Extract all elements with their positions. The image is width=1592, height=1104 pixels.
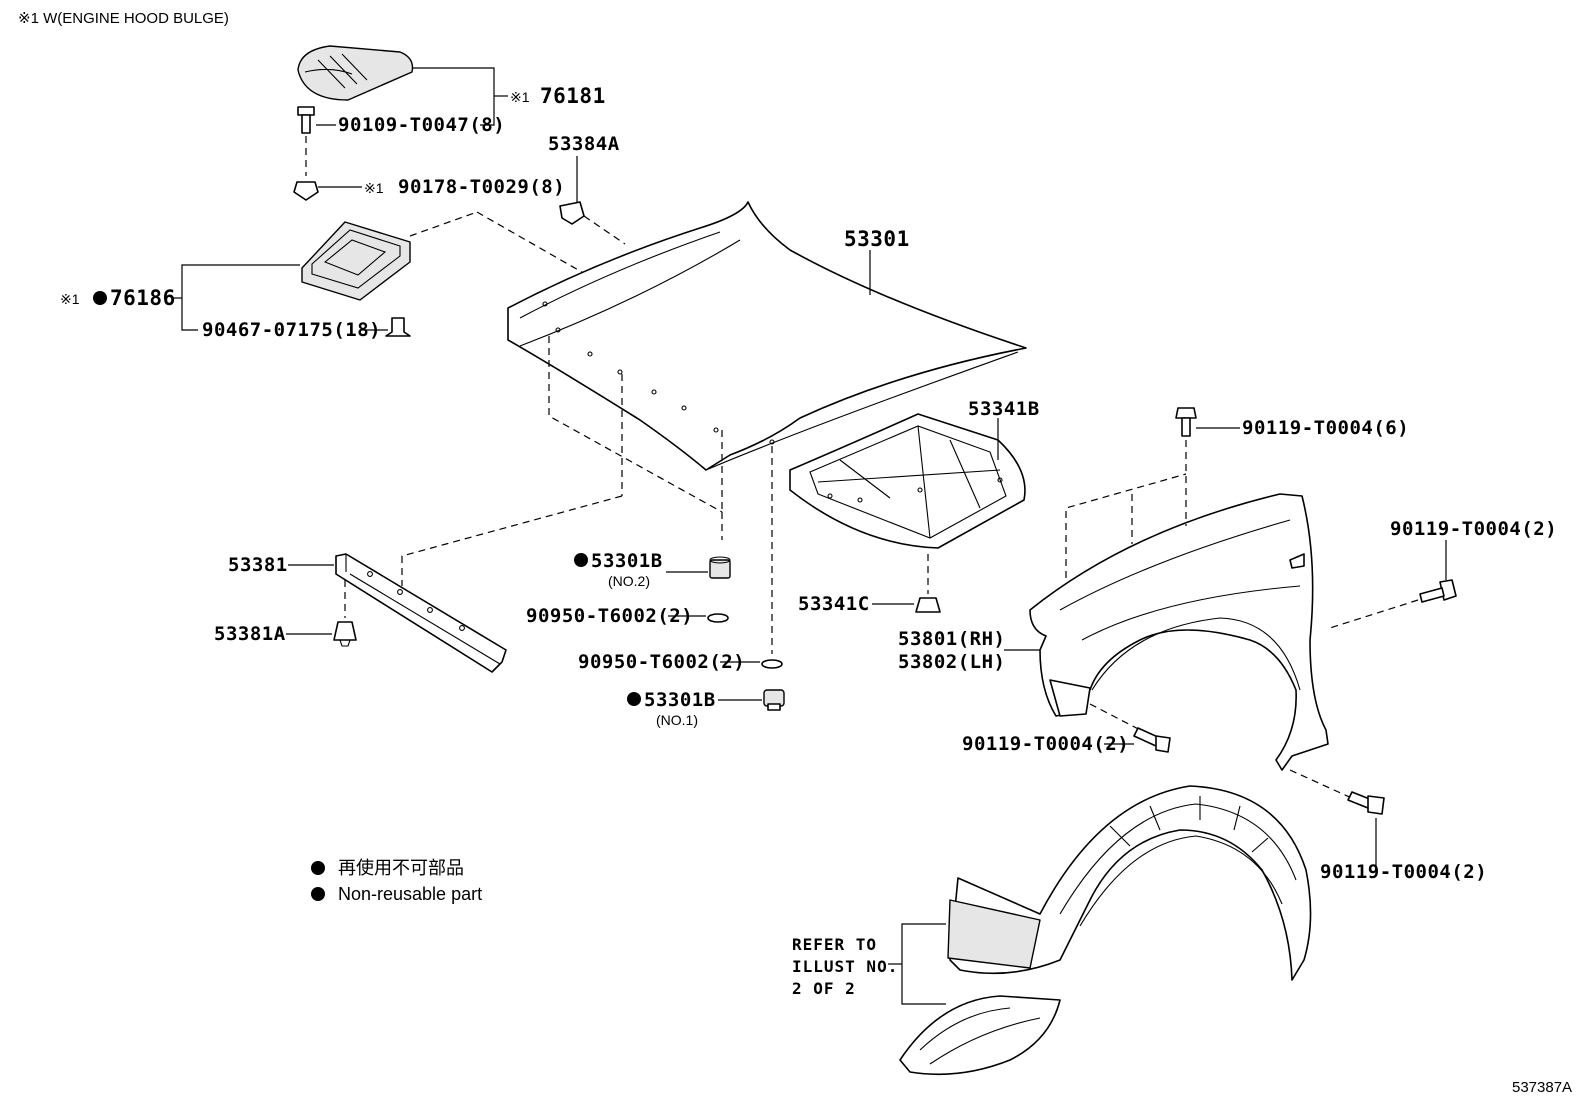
- seal-clip-icon: [333, 621, 357, 647]
- legend-english: Non-reusable part: [338, 884, 482, 904]
- engine-hood-part: [507, 201, 1027, 471]
- bolt-icon: [1347, 791, 1385, 815]
- callout-seal-strip: 53381: [228, 554, 288, 576]
- callout-bolt-fender-rear: 90119-T0004(2): [1390, 518, 1557, 540]
- washer-icon: [707, 613, 729, 623]
- cushion-no1-icon: [763, 689, 785, 711]
- callout-hood-seal-prefix: ※1: [60, 291, 80, 307]
- callout-retainer-53384a: 53384A: [548, 133, 620, 155]
- legend-japanese: 再使用不可部品: [338, 858, 464, 878]
- callout-insulator-clip: 53341C: [798, 593, 870, 615]
- callout-cushion-no1: 53301B: [644, 689, 716, 711]
- callout-seal-clip: 53381A: [214, 623, 286, 645]
- callout-hood-bulge: 76181: [540, 84, 606, 108]
- hood-bulge-part: [297, 45, 414, 101]
- nut-icon: [293, 181, 319, 201]
- refer-note-line-1: REFER TO: [792, 935, 877, 954]
- callout-hood-seal: 76186: [110, 286, 176, 310]
- callout-washer-a: 90950-T6002(2): [526, 605, 693, 627]
- non-reusable-dot-icon: [93, 291, 107, 305]
- non-reusable-dot-icon: [574, 553, 588, 567]
- refer-note-line-2: ILLUST NO.: [792, 957, 898, 976]
- callout-cushion-no2: 53301B: [591, 550, 663, 572]
- bolt-icon: [297, 106, 315, 134]
- callout-cushion-no2-sub: (NO.2): [608, 573, 650, 589]
- clip-icon: [385, 317, 411, 337]
- refer-note-line-3: 2 OF 2: [792, 979, 856, 998]
- washer-icon: [761, 659, 783, 669]
- diagram-id: 537387A: [1512, 1079, 1572, 1096]
- non-reusable-dot-icon: [311, 861, 325, 875]
- hood-seal-part: [301, 221, 411, 301]
- callout-cushion-no1-sub: (NO.1): [656, 712, 698, 728]
- callout-fender-rh: 53801(RH): [898, 628, 1005, 650]
- callout-hood: 53301: [844, 227, 910, 251]
- callout-washer-b: 90950-T6002(2): [578, 651, 745, 673]
- seal-strip-part: [335, 553, 507, 673]
- callout-bolt-bulge: 90109-T0047(8): [338, 114, 505, 136]
- callout-nut-bulge-prefix: ※1: [364, 180, 384, 196]
- hood-insulator-part: [789, 413, 1026, 549]
- callout-bolt-fender-front: 90119-T0004(2): [962, 733, 1129, 755]
- header-note: ※1 W(ENGINE HOOD BULGE): [18, 10, 229, 27]
- fender-liner-part: [899, 785, 1312, 1076]
- callout-bolt-fender-top: 90119-T0004(6): [1242, 417, 1409, 439]
- callout-clip-seal: 90467-07175(18): [202, 319, 381, 341]
- callout-nut-bulge: 90178-T0029(8): [398, 176, 565, 198]
- bolt-icon: [1175, 407, 1197, 437]
- retainer-icon: [559, 201, 585, 225]
- callout-bolt-fender-lower: 90119-T0004(2): [1320, 861, 1487, 883]
- callout-hood-bulge-prefix: ※1: [510, 89, 530, 105]
- callout-insulator: 53341B: [968, 398, 1040, 420]
- non-reusable-dot-icon: [627, 692, 641, 706]
- insulator-clip-icon: [915, 597, 941, 613]
- bolt-icon: [1133, 727, 1171, 753]
- legend: 再使用不可部品 Non-reusable part: [311, 858, 482, 904]
- cushion-no2-icon: [709, 556, 731, 579]
- callout-fender-lh: 53802(LH): [898, 651, 1005, 673]
- bolt-icon: [1419, 579, 1457, 603]
- front-fender-part: [1029, 493, 1329, 771]
- non-reusable-dot-icon: [311, 887, 325, 901]
